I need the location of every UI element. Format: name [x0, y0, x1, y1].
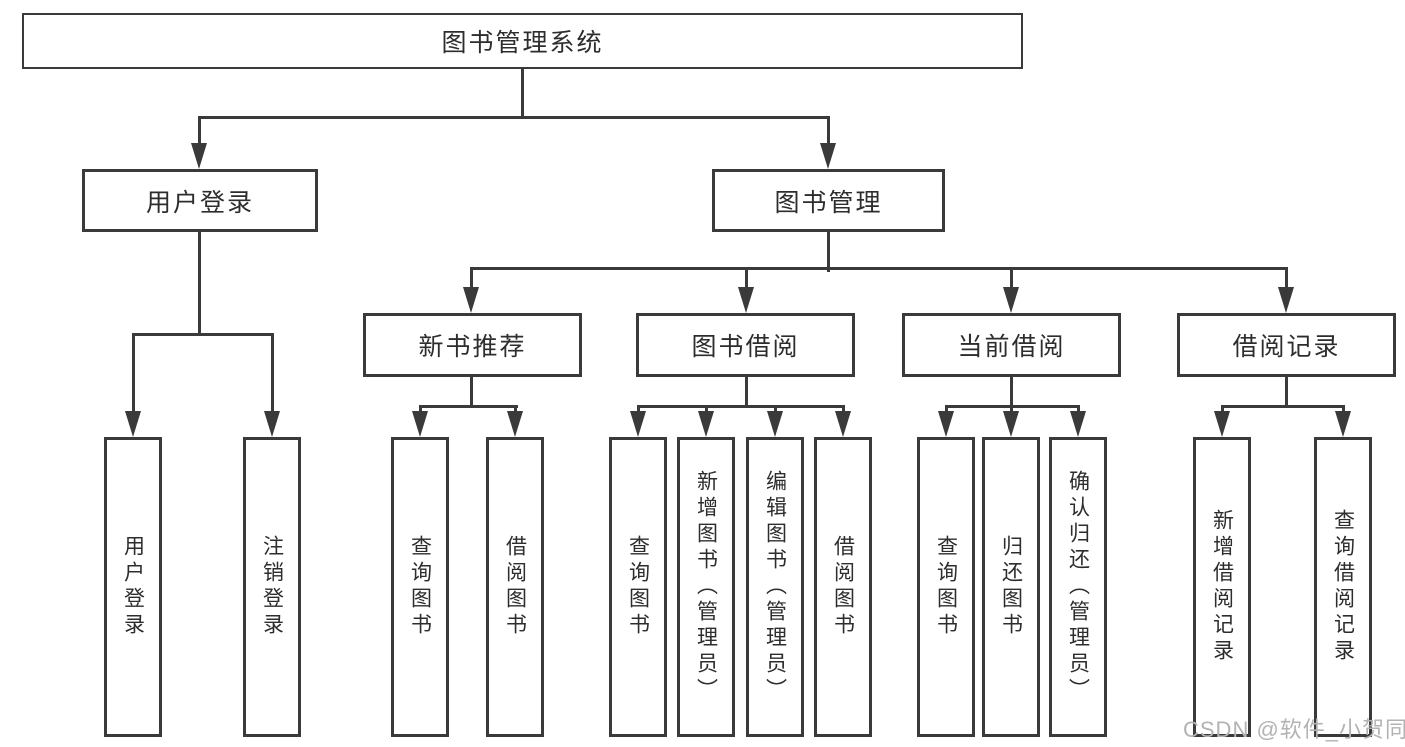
connector-line [1221, 405, 1345, 408]
connector-line [198, 232, 201, 336]
node-logout-action: 注销登录 [243, 437, 301, 737]
connector-line [1285, 267, 1288, 291]
connector-line [637, 405, 845, 408]
connector-line [198, 116, 201, 144]
node-query-borrow-record: 查询借阅记录 [1314, 437, 1372, 737]
node-current-borrowing: 当前借阅 [902, 313, 1121, 377]
connector-line [514, 405, 517, 415]
arrowhead-down-icon [264, 411, 280, 437]
node-label: 借阅图书 [503, 535, 527, 639]
node-borrow-records: 借阅记录 [1177, 313, 1396, 377]
node-label: 借阅图书 [831, 535, 855, 639]
connector-line [842, 405, 845, 415]
connector-line [774, 405, 777, 415]
arrowhead-down-icon [938, 411, 954, 437]
connector-line [1285, 377, 1288, 408]
node-query-books-current: 查询图书 [917, 437, 975, 737]
node-edit-book-admin: 编辑图书（管理员） [746, 437, 804, 737]
arrowhead-down-icon [820, 143, 836, 169]
arrowhead-down-icon [1214, 411, 1230, 437]
node-return-book: 归还图书 [982, 437, 1040, 737]
connector-line [271, 333, 274, 413]
node-new-book-recommend: 新书推荐 [363, 313, 582, 377]
arrowhead-down-icon [1070, 411, 1086, 437]
connector-line [419, 405, 422, 415]
node-add-book-admin: 新增图书（管理员） [677, 437, 735, 737]
arrowhead-down-icon [1003, 287, 1019, 313]
connector-line [470, 267, 1288, 270]
node-label: 注销登录 [260, 535, 284, 639]
connector-line [705, 405, 708, 415]
connector-line [521, 68, 524, 118]
connector-line [637, 405, 640, 415]
node-book-borrowing: 图书借阅 [636, 313, 855, 377]
arrowhead-down-icon [1335, 411, 1351, 437]
csdn-watermark: CSDN @软件_小贺同学 [1183, 717, 1405, 742]
connector-line [827, 116, 830, 144]
node-label: 查询图书 [626, 535, 650, 639]
node-add-borrow-record: 新增借阅记录 [1193, 437, 1251, 737]
connector-line [470, 377, 473, 408]
node-label: 编辑图书（管理员） [763, 470, 787, 704]
node-label: 用户登录 [121, 535, 145, 639]
arrowhead-down-icon [698, 411, 714, 437]
connector-line [827, 232, 830, 272]
node-book-management: 图书管理 [712, 169, 945, 232]
connector-line [419, 405, 518, 408]
node-query-books-recommend: 查询图书 [391, 437, 449, 737]
node-user-login-action: 用户登录 [104, 437, 162, 737]
arrowhead-down-icon [191, 143, 207, 169]
arrowhead-down-icon [835, 411, 851, 437]
arrowhead-down-icon [412, 411, 428, 437]
connector-line [470, 267, 473, 291]
connector-line [1010, 405, 1013, 415]
node-label: 查询图书 [934, 535, 958, 639]
arrowhead-down-icon [463, 287, 479, 313]
node-label: 查询图书 [408, 535, 432, 639]
node-label: 确认归还（管理员） [1066, 470, 1090, 704]
arrowhead-down-icon [630, 411, 646, 437]
connector-line [1221, 405, 1224, 415]
connector-line [745, 377, 748, 408]
node-query-books-borrowing: 查询图书 [609, 437, 667, 737]
connector-line [132, 333, 135, 413]
arrowhead-down-icon [507, 411, 523, 437]
connector-line [1010, 377, 1013, 408]
connector-line [132, 333, 274, 336]
node-library-management-system: 图书管理系统 [22, 13, 1023, 69]
connector-line [945, 405, 948, 415]
connector-line [1077, 405, 1080, 415]
node-borrow-books-borrowing: 借阅图书 [814, 437, 872, 737]
arrowhead-down-icon [1003, 411, 1019, 437]
connector-line [745, 267, 748, 291]
node-label: 查询借阅记录 [1331, 509, 1355, 665]
connector-line [198, 116, 830, 119]
arrowhead-down-icon [738, 287, 754, 313]
node-confirm-return-admin: 确认归还（管理员） [1049, 437, 1107, 737]
node-borrow-books-recommend: 借阅图书 [486, 437, 544, 737]
arrowhead-down-icon [767, 411, 783, 437]
node-label: 新增图书（管理员） [694, 470, 718, 704]
arrowhead-down-icon [1278, 287, 1294, 313]
connector-line [1010, 267, 1013, 291]
node-user-login: 用户登录 [82, 169, 318, 232]
connector-line [1342, 405, 1345, 415]
arrowhead-down-icon [125, 411, 141, 437]
node-label: 新增借阅记录 [1210, 509, 1234, 665]
node-label: 归还图书 [999, 535, 1023, 639]
